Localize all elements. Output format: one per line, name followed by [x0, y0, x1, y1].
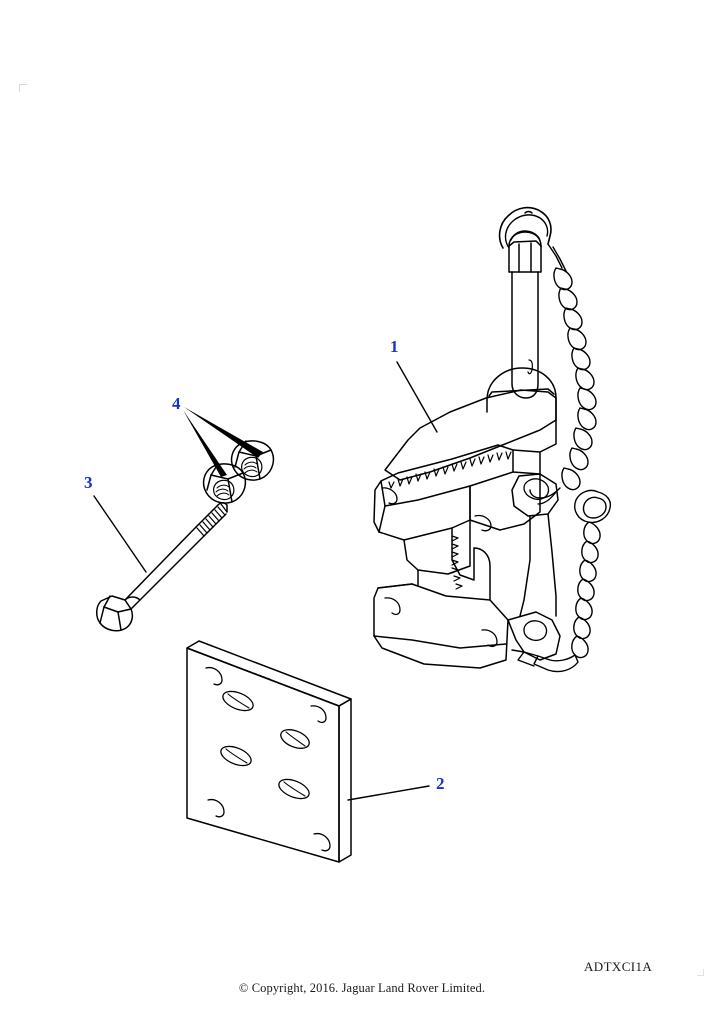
- registration-mark-top-left: [19, 84, 27, 92]
- leader-line-2: [347, 785, 430, 801]
- callout-number-4: 4: [172, 394, 181, 413]
- callout-number-1: 1: [390, 337, 399, 356]
- hitch-pin-with-chain: [498, 206, 597, 505]
- leader-line-4b: [183, 410, 227, 477]
- leader-line-4a: [184, 407, 263, 458]
- safety-chain-with-ring: [511, 489, 612, 673]
- leader-line-1: [396, 361, 438, 433]
- registration-mark-bottom-right: [697, 969, 704, 976]
- leader-line-3: [93, 495, 147, 573]
- drawing-code-label: ADTXCI1A: [584, 959, 653, 974]
- copyright-notice: © Copyright, 2016. Jaguar Land Rover Lim…: [238, 981, 486, 995]
- towing-hitch-body: [373, 367, 561, 669]
- callout-leader-lines: [93, 361, 438, 801]
- hex-lock-nut-lower: [202, 463, 247, 504]
- callout-number-3: 3: [84, 473, 93, 492]
- callout-number-2: 2: [436, 774, 445, 793]
- safety-chain-upper: [547, 243, 597, 491]
- hex-head-bolt: [96, 502, 228, 632]
- callout-numbers: 1 2 3 4: [84, 337, 445, 793]
- mounting-drop-plate: [186, 640, 352, 863]
